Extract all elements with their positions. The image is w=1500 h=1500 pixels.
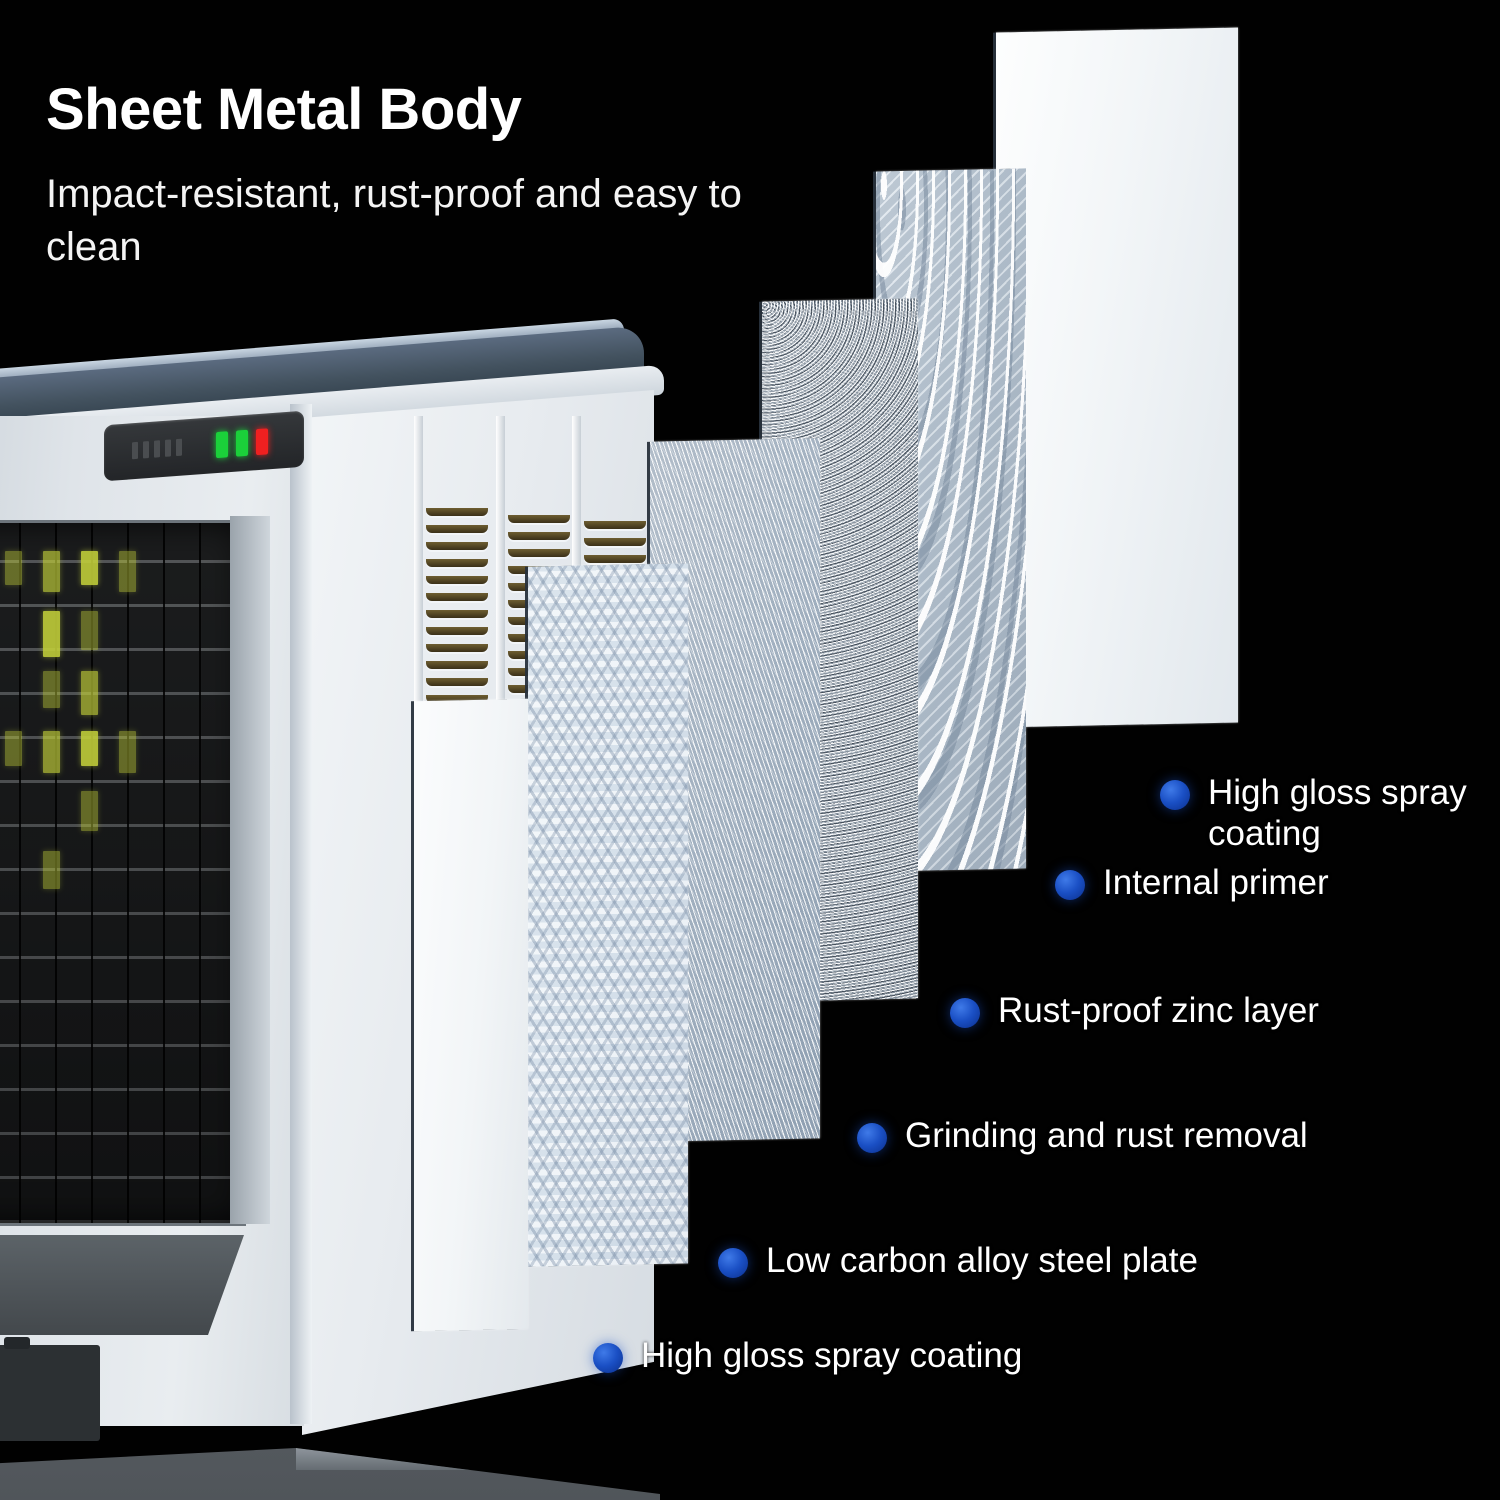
cooling-pad-glow <box>0 523 243 1223</box>
page-title: Sheet Metal Body <box>46 77 522 142</box>
callout-grinding-and-rust-removal: Grinding and rust removal <box>857 1115 1308 1156</box>
side-panel-rib <box>414 416 423 746</box>
led-red <box>256 428 268 456</box>
product-honeycomb-cooling-pad <box>0 520 246 1226</box>
callout-label: Internal primer <box>1103 863 1329 902</box>
side-panel-rib <box>496 416 505 746</box>
page-subtitle: Impact-resistant, rust-proof and easy to… <box>46 172 742 269</box>
product-lower-vent <box>0 1337 100 1441</box>
callout-internal-primer: Internal primer <box>1055 862 1329 903</box>
sheet-white-gloss-front <box>414 698 528 1332</box>
sheet-diamond-plate <box>528 563 688 1267</box>
bullet-dot-icon <box>718 1248 748 1278</box>
bullet-dot-icon <box>593 1343 623 1373</box>
callout-high-gloss-spray-coating-inner: High gloss spray coating <box>593 1335 1022 1376</box>
product-air-cooler-image <box>0 318 714 1500</box>
callout-label: High gloss spray coating <box>641 1336 1023 1375</box>
cooling-pad-frame <box>230 516 270 1224</box>
louver-vent-group <box>426 508 488 729</box>
bullet-dot-icon <box>1055 870 1085 900</box>
control-panel-display <box>132 438 182 460</box>
control-panel-indicator-leds <box>216 428 268 459</box>
callout-low-carbon-alloy-steel-plate: Low carbon alloy steel plate <box>718 1240 1198 1281</box>
bullet-dot-icon <box>1160 780 1190 810</box>
product-corner-edge <box>290 404 312 1424</box>
base-top-lip <box>296 1448 660 1470</box>
sheet-white-gloss-back <box>996 27 1238 728</box>
product-water-tank-base <box>0 1448 660 1500</box>
bullet-dot-icon <box>857 1123 887 1153</box>
led-green-1 <box>216 431 228 459</box>
callout-label: Low carbon alloy steel plate <box>766 1241 1198 1280</box>
product-lower-panel <box>0 1235 244 1335</box>
callout-rust-proof-zinc-layer: Rust-proof zinc layer <box>950 990 1319 1031</box>
callout-label: High gloss spray coating <box>1208 773 1467 854</box>
callout-label: Rust-proof zinc layer <box>998 991 1319 1030</box>
callout-high-gloss-spray-coating-outer: High gloss spray coating <box>1160 772 1500 855</box>
callout-label: Grinding and rust removal <box>905 1116 1308 1155</box>
led-green-2 <box>236 429 248 457</box>
bullet-dot-icon <box>950 998 980 1028</box>
